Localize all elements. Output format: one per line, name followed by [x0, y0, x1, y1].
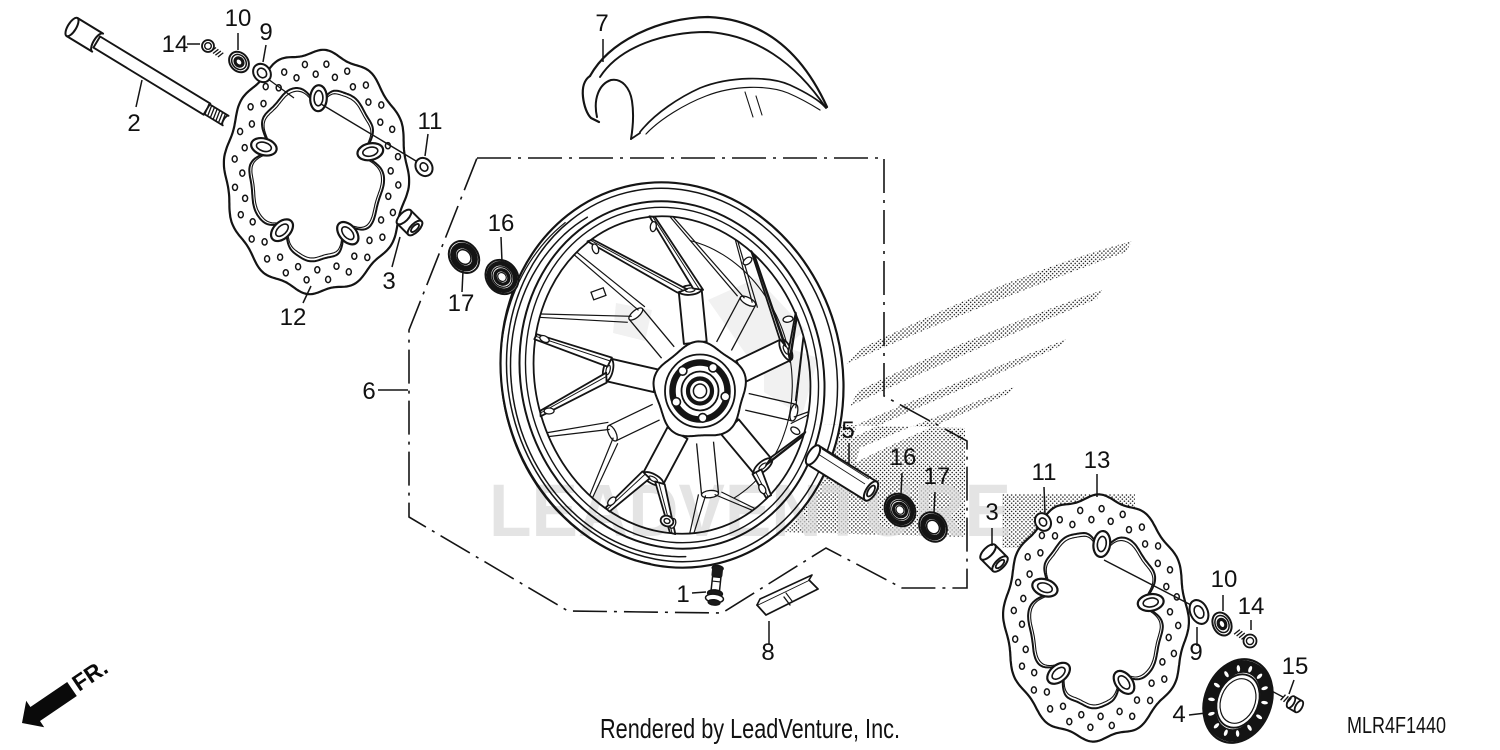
svg-text:10: 10	[225, 5, 252, 32]
svg-text:15: 15	[1282, 653, 1309, 680]
svg-text:MLR4F1440: MLR4F1440	[1347, 712, 1446, 738]
svg-text:11: 11	[1032, 459, 1057, 486]
svg-text:17: 17	[448, 290, 475, 317]
svg-text:14: 14	[162, 31, 189, 58]
svg-text:13: 13	[1084, 447, 1111, 474]
svg-text:7: 7	[595, 10, 608, 37]
svg-text:17: 17	[924, 463, 951, 490]
svg-text:2: 2	[127, 110, 140, 137]
svg-text:4: 4	[1172, 701, 1185, 728]
svg-text:14: 14	[1238, 593, 1265, 620]
svg-text:5: 5	[841, 417, 854, 444]
svg-text:Rendered by LeadVenture, Inc.: Rendered by LeadVenture, Inc.	[600, 713, 900, 744]
svg-text:12: 12	[280, 304, 307, 331]
svg-text:16: 16	[488, 210, 515, 237]
svg-text:LEADVENTURE: LEADVENTURE	[489, 469, 1011, 552]
svg-text:1: 1	[676, 581, 689, 608]
svg-text:11: 11	[418, 108, 443, 135]
svg-text:3: 3	[382, 268, 395, 295]
svg-text:9: 9	[259, 19, 272, 46]
svg-text:3: 3	[985, 499, 998, 526]
svg-text:6: 6	[362, 378, 375, 405]
svg-text:8: 8	[761, 639, 774, 666]
svg-text:10: 10	[1211, 566, 1238, 593]
svg-text:16: 16	[890, 444, 917, 471]
svg-text:9: 9	[1189, 639, 1202, 666]
